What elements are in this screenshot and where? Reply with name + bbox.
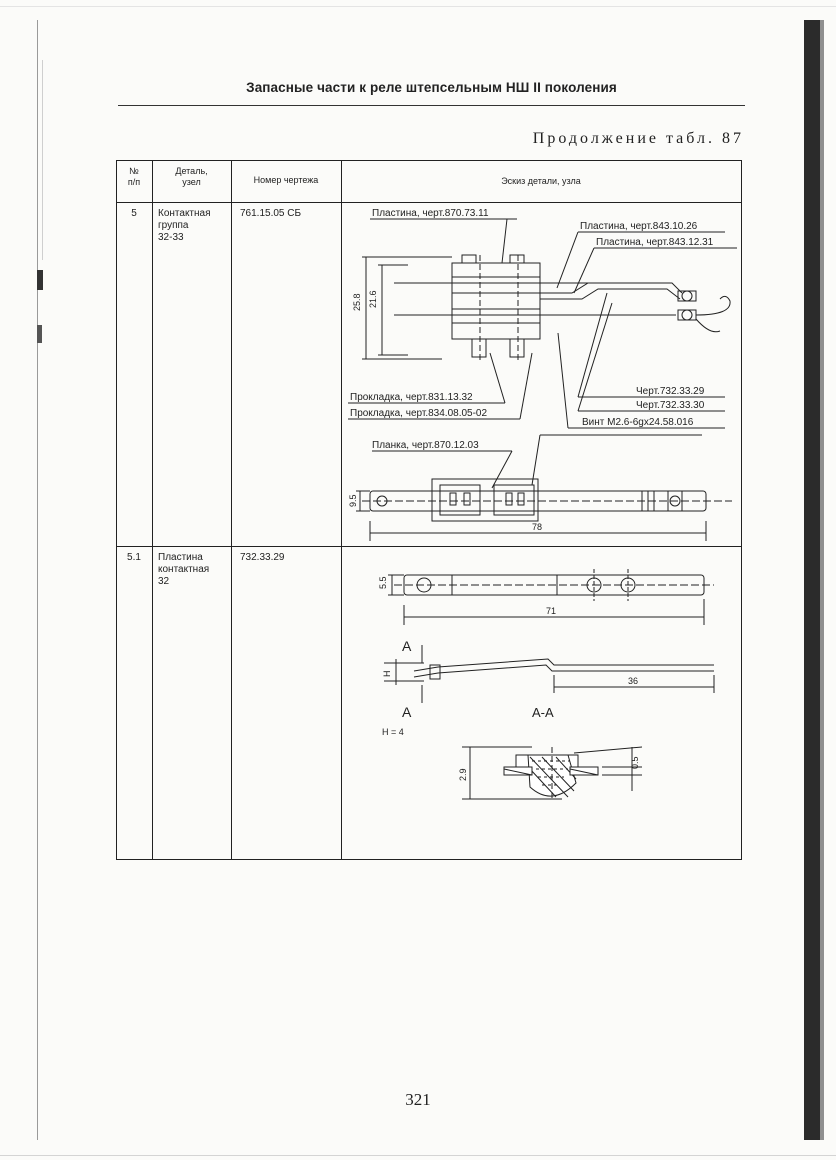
running-header: Запасные части к реле штепсельным НШ II … xyxy=(246,80,617,95)
dimension-label: 36 xyxy=(628,676,638,686)
scan-shadow-right-edge xyxy=(820,20,824,1140)
table-continuation-label: Продолжение табл. 87 xyxy=(532,130,744,147)
callout-plate2: Пластина, черт.843.10.26 xyxy=(580,221,698,232)
column-header-drawing: Номер чертежа xyxy=(253,175,319,185)
row-part-name: Пластина контактная 32 xyxy=(158,552,210,587)
header-divider xyxy=(116,202,742,203)
row-drawing-number: 761.15.05 СБ xyxy=(240,208,302,219)
column-header-part: Деталь, узел xyxy=(175,166,208,187)
table-border xyxy=(741,160,742,860)
binding-edge xyxy=(37,20,38,1140)
section-marker: A xyxy=(402,704,412,720)
column-header-num: № п/п xyxy=(127,166,141,187)
section-title: А-А xyxy=(532,705,554,720)
callout-gasket1: Прокладка, черт.831.13.32 xyxy=(350,392,473,403)
callout-bar: Планка, черт.870.12.03 xyxy=(372,440,479,451)
dimension-label: 25.8 xyxy=(352,293,362,311)
scan-mark xyxy=(37,325,42,343)
spare-parts-table: № п/п Деталь, узел Номер чертежа Эскиз д… xyxy=(116,160,742,860)
column-header-sketch: Эскиз детали, узла xyxy=(501,176,581,186)
column-divider xyxy=(231,160,232,860)
scan-edge-bottom xyxy=(0,1155,836,1156)
table-border xyxy=(116,160,742,161)
parameter-note: H = 4 xyxy=(382,727,404,737)
row-num: 5 xyxy=(131,208,137,219)
row-divider xyxy=(116,546,742,547)
contact-group-sketch: Пластина, черт.870.73.11 Пластина, черт.… xyxy=(348,208,737,541)
column-divider xyxy=(152,160,153,860)
callout-plate3: Пластина, черт.843.12.31 xyxy=(596,237,714,248)
row-num: 5.1 xyxy=(127,552,141,563)
dimension-label: 78 xyxy=(532,522,542,532)
scan-mark xyxy=(37,270,43,290)
contact-plate-sketch: 5.5 71 A A H 36 H = 4 А-А 2.9 0.5 xyxy=(378,569,715,800)
row-part-name: Контактная группа 32-33 xyxy=(158,208,211,243)
dimension-label: 71 xyxy=(546,606,556,616)
callout-gasket2: Прокладка, черт.834.08.05-02 xyxy=(350,408,487,419)
table-border xyxy=(116,160,117,860)
binding-edge-inner xyxy=(42,60,43,260)
dimension-label: 2.9 xyxy=(458,768,468,781)
callout-drawing2: Черт.732.33.30 xyxy=(636,400,705,411)
dimension-label: 5.5 xyxy=(378,576,388,589)
callout-drawing1: Черт.732.33.29 xyxy=(636,386,705,397)
header-rule xyxy=(118,105,745,106)
scan-edge-top xyxy=(0,6,836,7)
dimension-label: 9.5 xyxy=(348,494,358,507)
row-drawing-number: 732.33.29 xyxy=(240,552,285,563)
dimension-label: H xyxy=(382,671,392,678)
scan-shadow-right xyxy=(804,20,820,1140)
column-divider xyxy=(341,160,342,860)
dimension-label: 21.6 xyxy=(368,290,378,308)
table-border xyxy=(116,859,742,860)
section-marker: A xyxy=(402,638,412,654)
dimension-label: 0.5 xyxy=(630,756,640,769)
page-number: 321 xyxy=(405,1090,431,1109)
callout-plate1: Пластина, черт.870.73.11 xyxy=(372,208,489,219)
callout-screw: Винт М2.6-6gx24.58.016 xyxy=(582,417,694,428)
